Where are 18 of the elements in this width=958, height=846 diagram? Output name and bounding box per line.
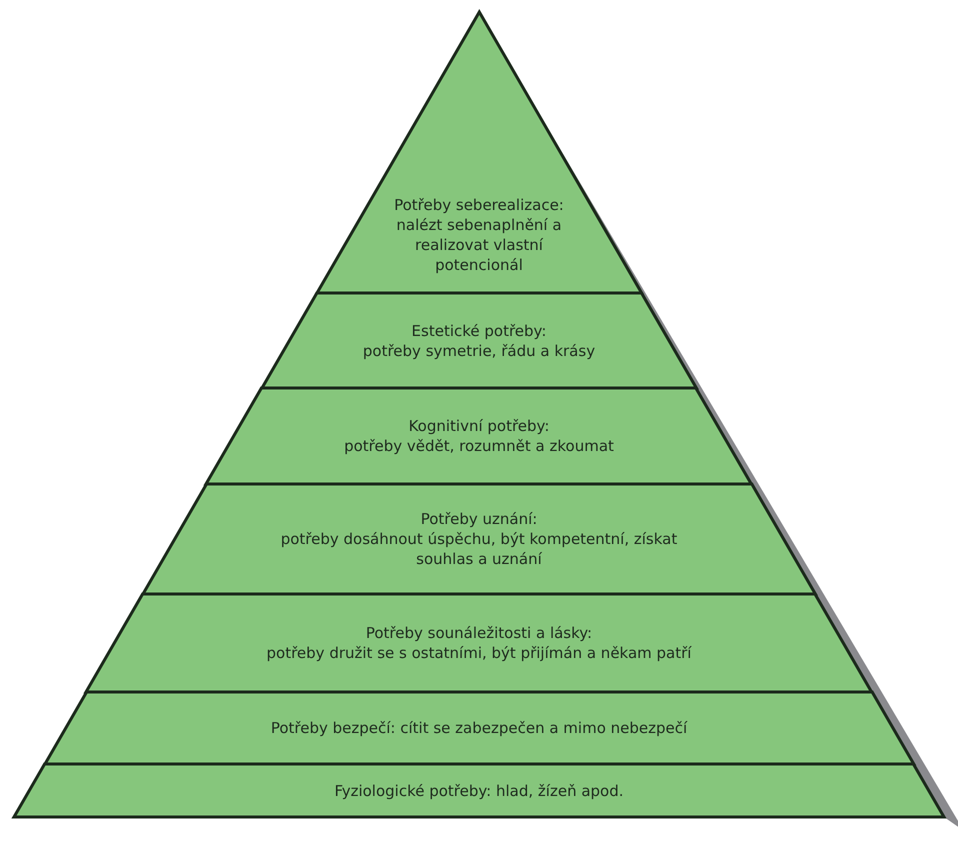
level-heading: Potřeby uznání:: [420, 509, 538, 529]
level-description: potřeby symetrie, řádu a krásy: [362, 340, 596, 360]
level-description: nalézt sebenaplnění a realizovat vlastní potencionál: [395, 215, 563, 275]
level-heading: Potřeby sounáležitosti a lásky:: [366, 623, 592, 643]
pyramid-level: [142, 484, 816, 594]
pyramid-level: [206, 388, 752, 484]
level-text: Potřeby bezpečí: cítit se zabezpečen a mimo nebezpečí: [270, 718, 688, 738]
level-text: Fyziologické potřeby: hlad, žízeň apod.: [334, 780, 624, 800]
level-heading: Estetické potřeby:: [412, 320, 546, 340]
level-heading: Potřeby seberealizace:: [394, 195, 564, 215]
level-description: potřeby družit se s ostatními, být přijímán a někam patří: [266, 643, 692, 663]
level-description: potřeby dosáhnout úspěchu, být kompetentní, získat souhlas a uznání: [280, 529, 678, 569]
pyramid-level: [262, 293, 696, 388]
pyramid-level: [14, 764, 944, 817]
pyramid-level: [86, 594, 872, 692]
level-description: potřeby vědět, rozumnět a zkoumat: [344, 436, 614, 456]
pyramid-level: [44, 692, 914, 764]
level-heading: Kognitivní potřeby:: [408, 416, 550, 436]
